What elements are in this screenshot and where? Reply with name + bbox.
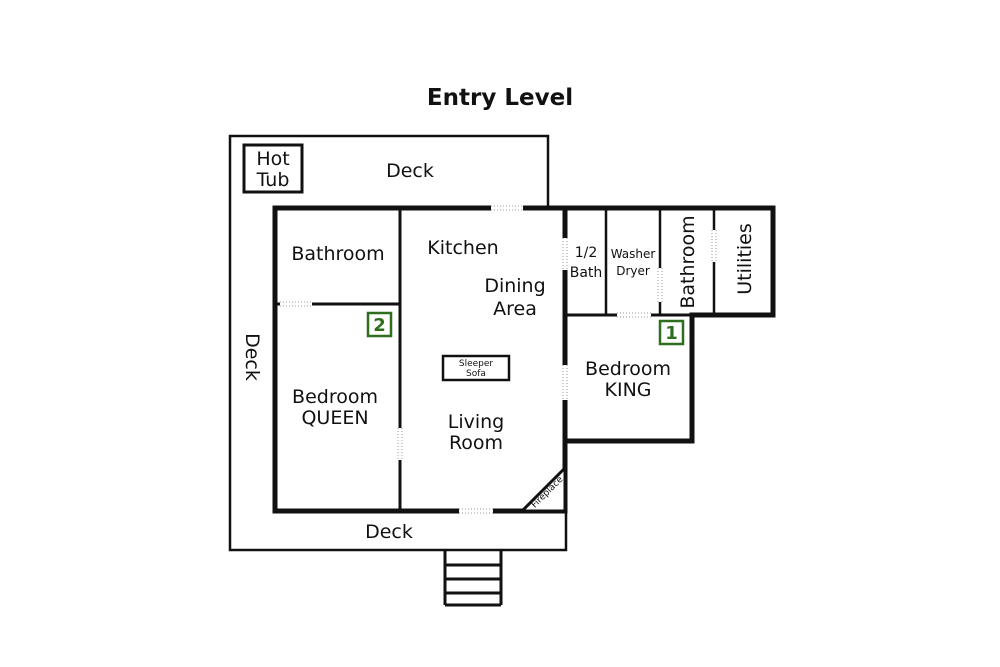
queen-badge: [366, 311, 393, 338]
bedroom-king-label-2: KING: [605, 379, 652, 401]
dining-label-2: Area: [493, 298, 537, 320]
hot-tub-label-2: Tub: [256, 169, 290, 191]
deck-top-label: Deck: [386, 160, 434, 182]
door-hatching: [280, 205, 717, 514]
washer-dryer-label-2: Dryer: [616, 264, 650, 278]
hot-tub: [242, 143, 304, 194]
dining-label-1: Dining: [484, 275, 545, 297]
utilities-label: Utilities: [734, 223, 756, 295]
living-room-label-1: Living: [448, 411, 505, 433]
deck-bottom-label: Deck: [365, 521, 413, 543]
hot-tub-label-1: Hot: [256, 148, 289, 170]
deck-left-label: Deck: [241, 333, 263, 381]
bedroom-queen-label-2: QUEEN: [301, 407, 368, 429]
king-badge: [658, 319, 685, 346]
bathroom-left-label: Bathroom: [291, 243, 384, 265]
front-steps: [443, 550, 503, 607]
deck-outline: [228, 134, 568, 552]
washer-dryer-label-1: Washer: [611, 247, 656, 261]
half-bath-label-1: 1/2: [575, 245, 598, 261]
fireplace: [518, 464, 567, 513]
living-room-label-2: Room: [449, 432, 503, 454]
sleeper-sofa-label-2: Sofa: [466, 369, 486, 379]
queen-badge-number: 2: [373, 315, 386, 336]
half-bath-label-2: Bath: [570, 265, 603, 281]
east-wing-walls: [565, 205, 776, 444]
king-badge-number: 1: [665, 323, 678, 344]
plan-title: Entry Level: [427, 85, 573, 111]
doorways: [280, 205, 717, 514]
sleeper-sofa-label-1: Sleeper: [459, 359, 494, 369]
bedroom-queen-label-1: Bedroom: [292, 386, 378, 408]
bedroom-king-label-1: Bedroom: [585, 358, 671, 380]
bathroom-right-label: Bathroom: [677, 215, 699, 308]
main-house-walls: [272, 205, 568, 514]
sleeper-sofa: [441, 354, 511, 382]
kitchen-label: Kitchen: [427, 237, 498, 259]
